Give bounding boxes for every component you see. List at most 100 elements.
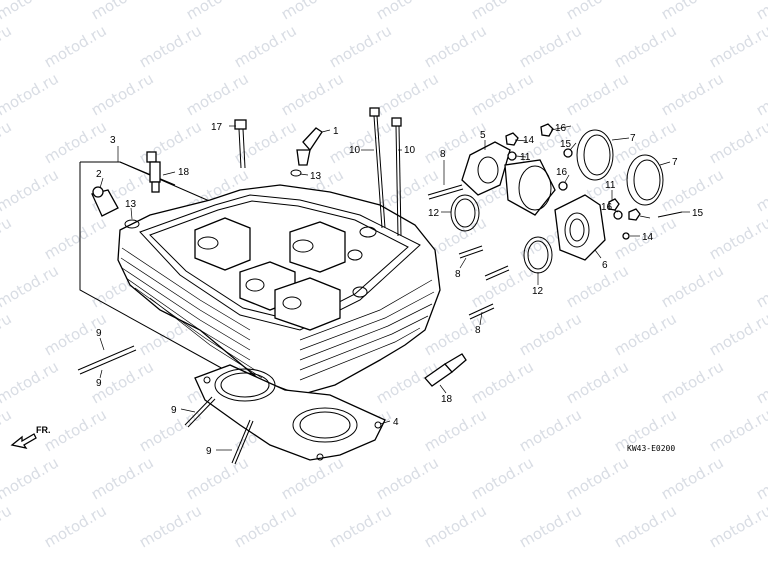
watermark-text: motod.ru	[421, 405, 490, 455]
studs	[77, 184, 510, 465]
watermark-text: motod.ru	[611, 21, 680, 71]
callout-labels: 3 2 13 18 17 1 13 10 10 5 14 16 11 15 7 …	[96, 122, 704, 457]
watermark-text: motod.ru	[563, 261, 632, 311]
watermark-text: motod.ru	[468, 69, 537, 119]
callout-9-lower: 9	[206, 446, 212, 457]
callout-17: 17	[211, 122, 223, 133]
spark-plug-lower	[424, 353, 467, 387]
watermark-text: motod.ru	[0, 117, 15, 167]
bolt-and-fitting	[234, 119, 323, 177]
watermark-text: motod.ru	[706, 309, 768, 359]
watermark-text: motod.ru	[0, 501, 15, 551]
callout-6: 6	[602, 260, 608, 271]
watermark-text: motod.ru	[658, 69, 727, 119]
callout-16-middle: 16	[556, 167, 568, 178]
diagram-code: KW43-E0200	[627, 444, 675, 453]
watermark-text: motod.ru	[136, 117, 205, 167]
watermark-text: motod.ru	[706, 501, 768, 551]
watermark-text: motod.ru	[231, 21, 300, 71]
watermark-text: motod.ru	[0, 309, 15, 359]
watermark-text: motod.ru	[183, 69, 252, 119]
watermark-text: motod.ru	[88, 69, 157, 119]
watermark-text: motod.ru	[0, 69, 62, 119]
callout-4: 4	[393, 417, 399, 428]
watermark-text: motod.ru	[88, 0, 157, 23]
callout-7-lower: 7	[672, 157, 678, 168]
watermark-text: motod.ru	[0, 453, 62, 503]
watermark-text: motod.ru	[563, 453, 632, 503]
callout-10-left: 10	[349, 145, 361, 156]
callout-8-upper: 8	[440, 149, 446, 160]
callout-8-middle: 8	[455, 269, 461, 280]
watermark-text: motod.ru	[41, 117, 110, 167]
callout-14-upper: 14	[523, 135, 535, 146]
watermark-text: motod.ru	[468, 453, 537, 503]
watermark-text: motod.ru	[658, 261, 727, 311]
watermark-text: motod.ru	[468, 357, 537, 407]
watermark-text: motod.ru	[516, 501, 585, 551]
intake-insulator-6	[554, 194, 606, 261]
callout-15-upper: 15	[560, 139, 572, 150]
head-gasket	[194, 364, 386, 461]
direction-label: FR.	[36, 425, 51, 435]
cylinder-head	[117, 184, 441, 396]
watermark-text: motod.ru	[136, 501, 205, 551]
exploded-view-outline	[79, 161, 231, 371]
watermark-text: motod.ru	[753, 69, 768, 119]
watermark-text: motod.ru	[658, 357, 727, 407]
callout-15-lower: 15	[692, 208, 704, 219]
hose-clamps	[576, 129, 664, 206]
callout-13-cap: 13	[125, 199, 137, 210]
callout-5: 5	[480, 130, 486, 141]
watermark-text: motod.ru	[753, 357, 768, 407]
callout-9-middle: 9	[96, 378, 102, 389]
watermark-text: motod.ru	[41, 21, 110, 71]
watermark-text: motod.ru	[658, 453, 727, 503]
watermark-text: motod.ru	[468, 0, 537, 23]
cap-and-oring	[91, 186, 140, 229]
watermark-text: motod.ru	[753, 0, 768, 23]
watermark-text: motod.ru	[231, 501, 300, 551]
callout-14-lower: 14	[642, 232, 654, 243]
callout-16-lower: 16	[601, 202, 613, 213]
watermark-text: motod.ru	[0, 21, 15, 71]
watermark-text: motod.ru	[753, 261, 768, 311]
watermark-text: motod.ru	[136, 21, 205, 71]
watermark-text: motod.ru	[706, 213, 768, 263]
callout-1: 1	[333, 126, 339, 137]
watermark-text: motod.ru	[278, 0, 347, 23]
callout-16-upper: 16	[555, 123, 567, 134]
watermark-text: motod.ru	[41, 405, 110, 455]
watermark-text: motod.ru	[563, 357, 632, 407]
watermark-text: motod.ru	[278, 69, 347, 119]
callout-7-upper: 7	[630, 133, 636, 144]
callout-12-lower: 12	[532, 286, 544, 297]
watermark-text: motod.ru	[326, 117, 395, 167]
watermark-text: motod.ru	[0, 213, 15, 263]
watermark-text: motod.ru	[0, 405, 15, 455]
callout-11-lower: 11	[605, 180, 616, 191]
watermark-text: motod.ru	[611, 309, 680, 359]
watermark-text: motod.ru	[183, 453, 252, 503]
watermark-text: motod.ru	[0, 261, 62, 311]
watermark-text: motod.ru	[753, 165, 768, 215]
watermark-text: motod.ru	[278, 453, 347, 503]
watermark-text: motod.ru	[706, 117, 768, 167]
watermark-text: motod.ru	[326, 501, 395, 551]
intake-insulator-5	[461, 141, 556, 216]
front-direction-indicator: FR.	[10, 425, 51, 449]
leader-lines	[99, 125, 690, 451]
small-fasteners	[505, 123, 683, 240]
watermark-text: motod.ru	[753, 453, 768, 503]
long-bolts	[369, 107, 402, 237]
callout-3: 3	[110, 135, 116, 146]
watermark-text: motod.ru	[516, 309, 585, 359]
spark-plug-upper	[146, 151, 161, 193]
watermark-text: motod.ru	[658, 0, 727, 23]
callout-12-upper: 12	[428, 208, 440, 219]
watermark-text: motod.ru	[0, 0, 62, 23]
watermark-text: motod.ru	[41, 213, 110, 263]
watermark-text: motod.ru	[706, 21, 768, 71]
watermark-text: motod.ru	[421, 501, 490, 551]
